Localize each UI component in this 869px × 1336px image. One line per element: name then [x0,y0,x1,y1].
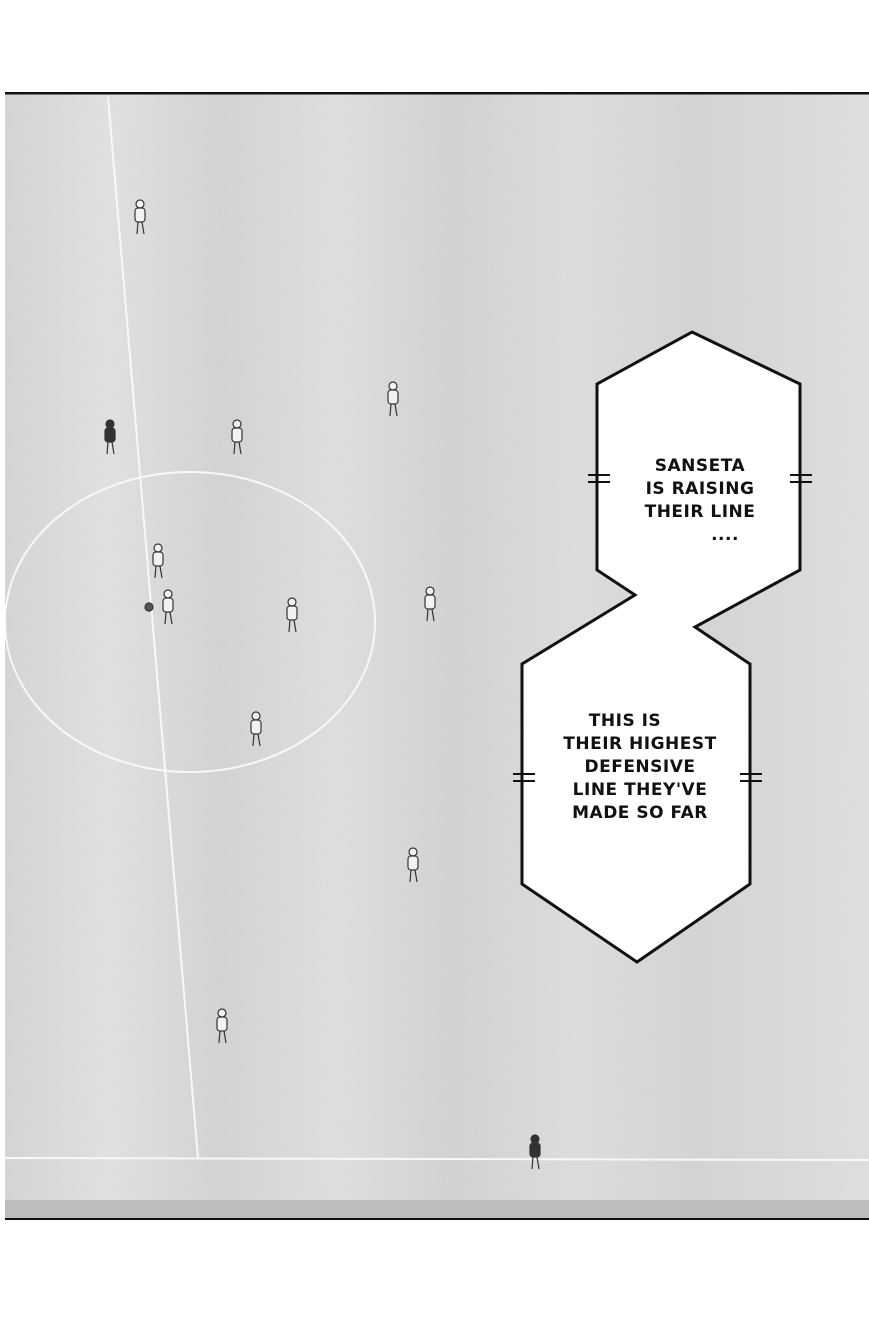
bubble-line: .... [711,525,739,545]
speech-bubble-top: SANSETA IS RAISING THEIR LINE .... [600,455,800,547]
player [407,847,419,883]
bubble-line: LINE THEY'VE [572,780,708,800]
bubble-line: THIS IS [588,711,662,731]
player [424,586,436,622]
player [162,589,174,625]
speech-bubble-shape [520,330,802,964]
players [104,199,541,1170]
bubble-line: IS RAISING [645,479,755,499]
player [152,543,164,579]
stands-strip [5,1200,869,1218]
linesman [529,1134,541,1170]
player [250,711,262,747]
player [134,199,146,235]
bubble-line: DEFENSIVE [584,757,696,777]
bubble-line: SANSETA [654,456,746,476]
halfway-line [107,96,199,1159]
player [286,597,298,633]
ball [144,602,154,612]
soccer-field-panel [5,92,869,1220]
player [231,419,243,455]
center-circle [5,471,376,773]
referee [104,419,116,455]
bubble-tick-marks [513,474,812,782]
player [216,1008,228,1044]
speech-bubble-bottom: THIS IS THEIR HIGHEST DEFENSIVE LINE THE… [525,710,755,825]
bubble-line: MADE SO FAR [572,803,708,823]
bubble-line: THEIR LINE [644,502,756,522]
bubble-line: THEIR HIGHEST [563,734,717,754]
player [387,381,399,417]
touch-line [5,1157,869,1161]
